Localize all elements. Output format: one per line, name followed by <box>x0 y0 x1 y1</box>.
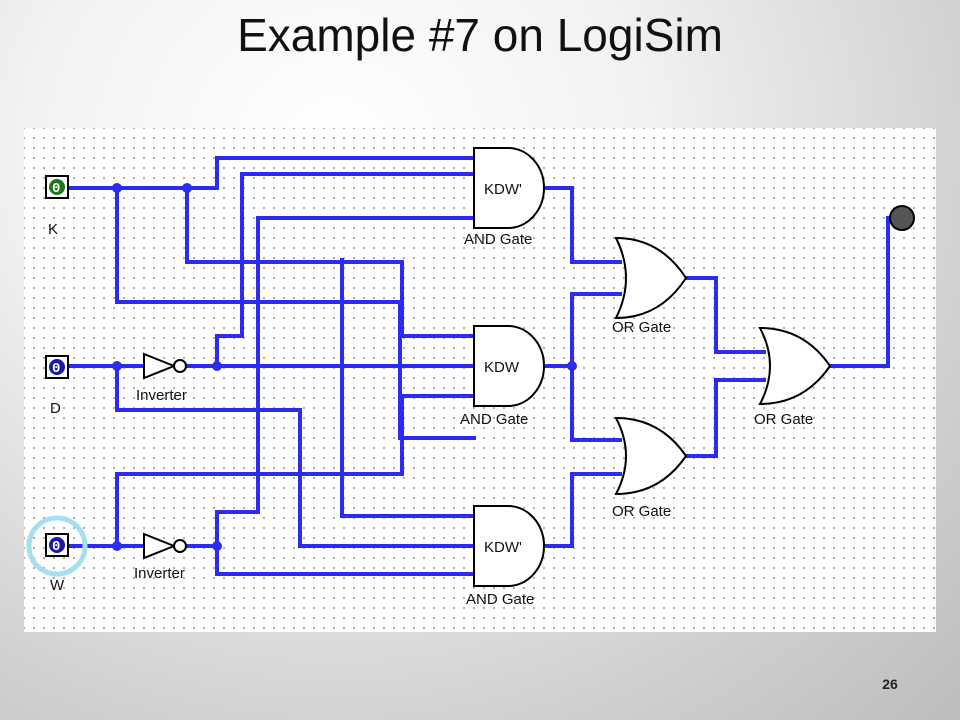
pin-label-d: D <box>50 400 61 417</box>
wire-or1-out <box>684 276 766 354</box>
wire-w-to-and2 <box>115 394 476 548</box>
wire-w-not-and3 <box>215 544 476 576</box>
wire-d-to-and3 <box>115 364 476 548</box>
wire-and2-out-b <box>570 364 622 442</box>
and-gate-text: KDW' <box>484 181 522 198</box>
inverter-label: Inverter <box>134 565 185 582</box>
logisim-canvas[interactable]: 0 K 0 D 0 W Inverter Inverter KDW' AND G… <box>24 128 936 632</box>
selection-ring <box>26 515 88 577</box>
or-gate-2[interactable]: OR Gate <box>612 416 688 520</box>
inverter-2[interactable]: Inverter <box>134 532 187 582</box>
slide-title: Example #7 on LogiSim <box>237 9 723 61</box>
and-gate-1[interactable]: KDW' AND Gate <box>464 147 545 248</box>
and-gate-label: AND Gate <box>460 411 528 428</box>
pin-value: 0 <box>52 181 60 197</box>
inverter-1[interactable]: Inverter <box>136 352 187 404</box>
or-gate-label: OR Gate <box>612 319 671 336</box>
wires <box>64 156 890 576</box>
and-gate-2[interactable]: KDW AND Gate <box>460 325 545 428</box>
and-gate-label: AND Gate <box>464 231 532 248</box>
junction-dots <box>112 183 577 551</box>
pin-label-k: K <box>48 221 58 238</box>
pin-value: 0 <box>52 361 60 377</box>
pin-label-w: W <box>50 577 65 594</box>
wire-w-up-and1 <box>215 216 476 548</box>
wire-k-and2 <box>185 186 476 338</box>
or-gate-label: OR Gate <box>612 503 671 520</box>
and-gate-3[interactable]: KDW' AND Gate <box>466 505 545 608</box>
and-gate-label: AND Gate <box>466 591 534 608</box>
inverter-label: Inverter <box>136 387 187 404</box>
page-number: 26 <box>882 676 898 692</box>
wire-k <box>64 156 476 190</box>
output-pin[interactable] <box>889 205 915 231</box>
wire-and2-out <box>542 292 622 368</box>
wire-final-out <box>828 216 890 368</box>
or-gate-1[interactable]: OR Gate <box>612 236 688 336</box>
input-pin-d[interactable]: 0 D <box>45 355 69 417</box>
and-gate-text: KDW' <box>484 539 522 556</box>
and-gate-text: KDW <box>484 359 520 376</box>
wire-or2-out <box>684 378 766 458</box>
wire-k-to-and3b <box>340 258 476 518</box>
circuit-diagram: 0 K 0 D 0 W Inverter Inverter KDW' AND G… <box>26 147 915 608</box>
wire-and1-out <box>542 186 622 264</box>
input-pin-w[interactable]: 0 W <box>26 515 88 594</box>
input-pin-k[interactable]: 0 K <box>45 175 69 238</box>
pin-value: 0 <box>52 539 60 555</box>
or-gate-label: OR Gate <box>754 411 813 428</box>
wire-and3-out <box>542 472 622 548</box>
or-gate-3[interactable]: OR Gate <box>754 326 832 428</box>
wire-d-not-and1 <box>215 172 476 368</box>
